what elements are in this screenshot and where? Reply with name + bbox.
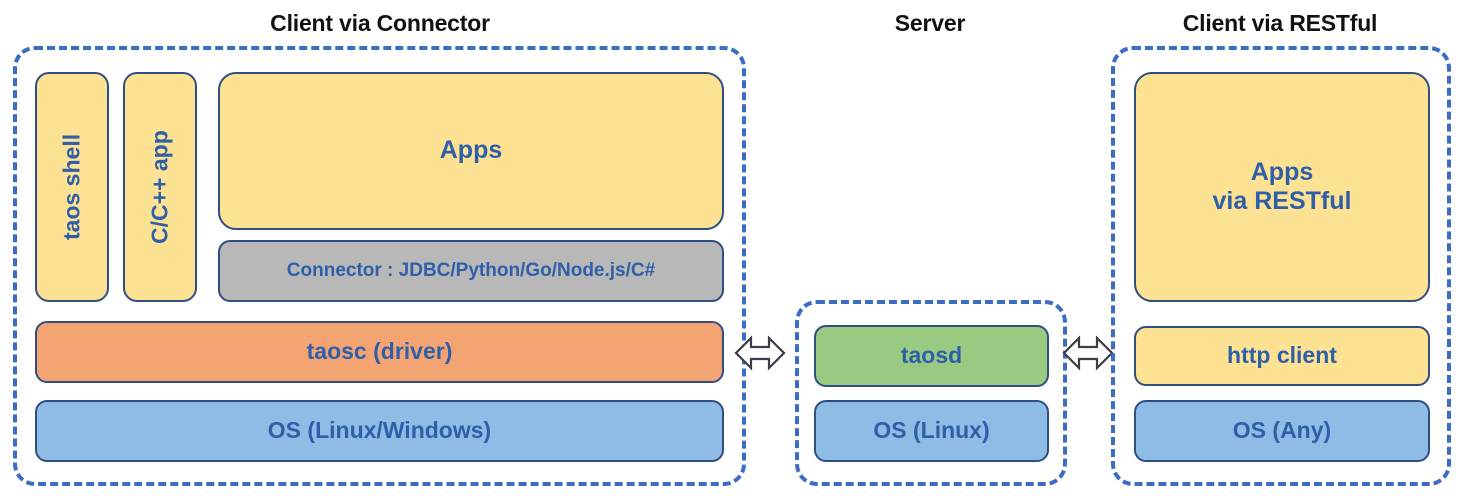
section-title-client-connector: Client via Connector [270, 10, 490, 36]
node-apps-connector[interactable]: Apps [218, 72, 724, 230]
group-client-via-connector [13, 46, 746, 486]
node-os-linux-windows[interactable]: OS (Linux/Windows) [35, 400, 724, 462]
node-os-linux[interactable]: OS (Linux) [814, 400, 1049, 462]
double-headed-arrow-icon [1062, 335, 1114, 371]
node-apps-via-restful-line1: Apps [1250, 157, 1314, 186]
double-arrow-left [734, 330, 786, 376]
node-apps-via-restful-line2: via RESTful [1212, 187, 1352, 215]
node-taos-shell[interactable]: taos shell [35, 72, 109, 302]
node-os-any[interactable]: OS (Any) [1134, 400, 1430, 462]
group-client-via-restful [1111, 46, 1451, 486]
double-arrow-right [1062, 330, 1114, 376]
node-taosc-driver[interactable]: taosc (driver) [35, 321, 724, 383]
node-http-client[interactable]: http client [1134, 326, 1430, 386]
node-apps-via-restful[interactable]: Apps via RESTful [1134, 72, 1430, 302]
node-c-cpp-app[interactable]: C/C++ app [123, 72, 197, 302]
node-taosd[interactable]: taosd [814, 325, 1049, 387]
group-server [795, 300, 1067, 486]
section-title-client-restful: Client via RESTful [1182, 10, 1378, 36]
double-headed-arrow-icon [734, 335, 786, 371]
node-connector[interactable]: Connector : JDBC/Python/Go/Node.js/C# [218, 240, 724, 302]
section-title-server: Server [894, 10, 966, 36]
